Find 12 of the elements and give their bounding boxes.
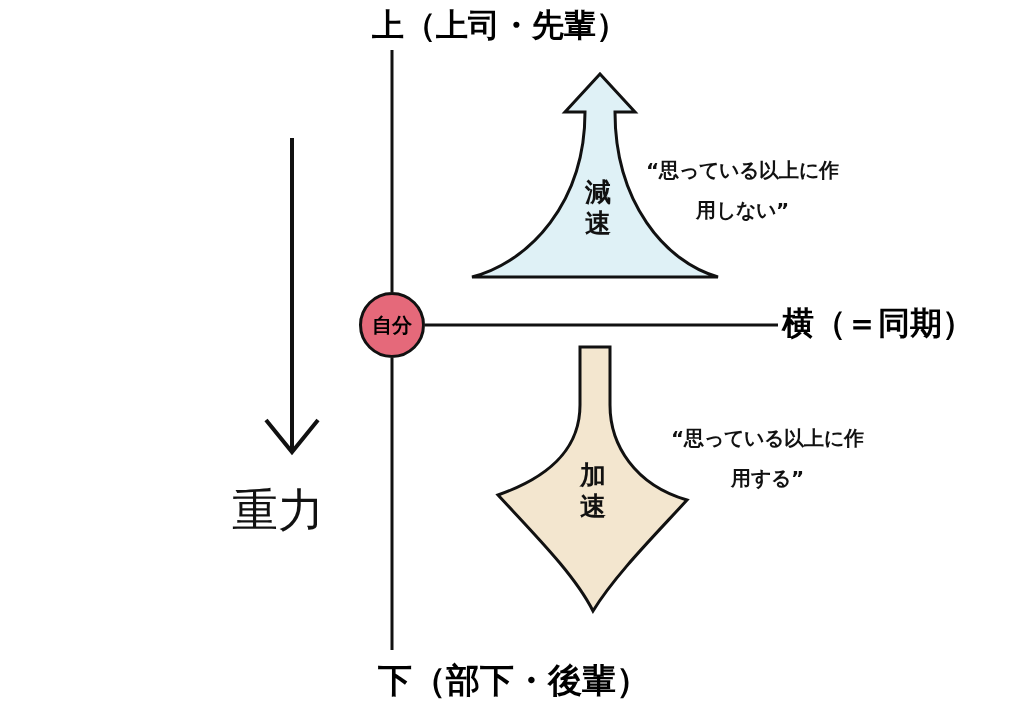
gravity-label: 重力 [232,482,324,539]
axis-label: 下（部下・後輩） [378,652,660,708]
quote-text: “思っている以上に作用しない” [644,157,841,224]
axis-label: 上（上司・先輩） [372,2,622,48]
connector-line [390,358,394,650]
self-circle: 自分 [359,292,425,358]
arrow-text: 加速 [580,460,607,523]
connector-line [425,323,778,327]
arrow-text: 減速 [585,177,612,240]
axis-label: 横（＝同期） [782,300,987,346]
quote-text: “思っている以上に作用する” [669,425,866,492]
connector-line [390,50,394,292]
